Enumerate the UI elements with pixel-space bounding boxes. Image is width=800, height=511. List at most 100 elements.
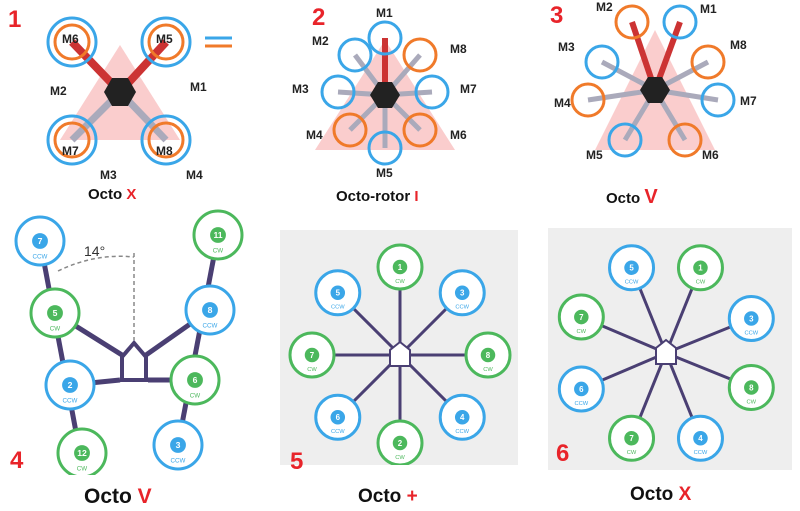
panel-number: 4 <box>10 447 24 474</box>
motor-7: 7CW <box>288 331 336 379</box>
motor-label: M4 <box>306 128 323 142</box>
panel-octo-v-3: 3 M2 M1 M3 M8 M4 M7 M5 M6 Octo V <box>540 0 800 210</box>
motor-label: M7 <box>460 82 477 96</box>
motor-label: M1 <box>700 2 717 16</box>
panel-number: 2 <box>312 4 326 31</box>
octo-x-diagram <box>46 16 232 166</box>
panel-caption: Octo V <box>606 186 658 208</box>
motor-6: 6CW <box>169 354 221 406</box>
panel-number: 1 <box>8 6 22 33</box>
motor-label: M4 <box>186 168 203 182</box>
motor-label: M2 <box>312 34 329 48</box>
motor-label: M8 <box>450 42 467 56</box>
motor-number: 3 <box>176 440 181 450</box>
motor-number: 5 <box>629 264 634 273</box>
motor-direction: CCW <box>331 305 345 311</box>
motor-label: M3 <box>100 168 117 182</box>
motor-number: 12 <box>77 448 87 458</box>
motor-number: 8 <box>486 351 491 360</box>
motor-direction: CW <box>577 329 587 335</box>
motor-number: 7 <box>38 236 43 246</box>
motor-number: 4 <box>698 434 703 443</box>
motor-label: M7 <box>62 144 79 158</box>
motor-label: M3 <box>558 40 575 54</box>
motor-label: M7 <box>740 94 757 108</box>
motor-label: M4 <box>554 96 571 110</box>
motor-number: 7 <box>310 351 315 360</box>
motor-number: 7 <box>579 313 584 322</box>
motor-label: M6 <box>62 32 79 46</box>
motor-direction: CW <box>190 392 201 399</box>
panel-caption: Octo-rotor I <box>336 188 419 205</box>
motor-label: M2 <box>596 0 613 14</box>
motor-number: 1 <box>398 263 403 272</box>
panel-octo-rotor-i: 2 M1 M2 M8 M3 M7 M4 M6 M5 Octo-rotor I <box>270 0 520 210</box>
motor-direction: CCW <box>455 305 469 311</box>
motor-label: M8 <box>730 38 747 52</box>
motor-number: 7 <box>629 434 634 443</box>
motor-direction: CCW <box>63 397 78 404</box>
octo-i-diagram <box>315 20 455 166</box>
motor-label: M8 <box>156 144 173 158</box>
motor-1: 1CW <box>676 244 724 292</box>
octo-v-diagram <box>570 4 736 158</box>
motor-direction: CW <box>747 399 757 405</box>
motor-label: M3 <box>292 82 309 96</box>
motor-label: M5 <box>376 166 393 180</box>
motor-direction: CW <box>395 455 405 461</box>
motor-number: 2 <box>68 380 73 390</box>
motor-direction: CW <box>696 280 706 286</box>
panel-caption: Octo X <box>630 484 692 505</box>
motor-direction: CCW <box>455 429 469 435</box>
motor-7: 7CW <box>608 414 656 462</box>
motor-direction: CCW <box>625 280 639 286</box>
motor-number: 6 <box>336 413 341 422</box>
motor-label: M1 <box>190 80 207 94</box>
panel-caption: Octo + <box>358 486 418 507</box>
motor-number: 2 <box>398 439 403 448</box>
panel-caption: Octo X <box>88 186 137 203</box>
panel-caption: Octo V <box>84 485 152 508</box>
motor-number: 5 <box>53 308 58 318</box>
motor-direction: CCW <box>171 457 186 464</box>
motor-8: 8CW <box>464 331 512 379</box>
motor-direction: CCW <box>694 450 708 456</box>
motor-number: 3 <box>460 289 465 298</box>
motor-direction: CW <box>307 367 317 373</box>
motor-1: 1CW <box>376 243 424 291</box>
motor-label: M6 <box>450 128 467 142</box>
angle-label: 14° <box>84 243 106 259</box>
motor-direction: CW <box>77 465 88 472</box>
motor-direction: CW <box>483 367 493 373</box>
motor-direction: CW <box>395 279 405 285</box>
motor-7: 7CW <box>557 293 605 341</box>
panel-octo-x-1: 1 M6 M5 M2 M1 M7 M8 M3 M4 Octo X <box>0 0 260 203</box>
motor-label: M2 <box>50 84 67 98</box>
panel-number: 5 <box>290 448 304 475</box>
motor-number: 8 <box>749 383 754 392</box>
motor-direction: CW <box>213 247 224 254</box>
panel-number: 6 <box>556 440 570 467</box>
motor-direction: CCW <box>574 401 588 407</box>
motor-number: 6 <box>579 385 584 394</box>
motor-5: 5CW <box>29 287 81 339</box>
motor-number: 11 <box>213 230 222 240</box>
motor-number: 6 <box>193 375 198 385</box>
motor-number: 1 <box>698 264 703 273</box>
motor-label: M5 <box>156 32 173 46</box>
